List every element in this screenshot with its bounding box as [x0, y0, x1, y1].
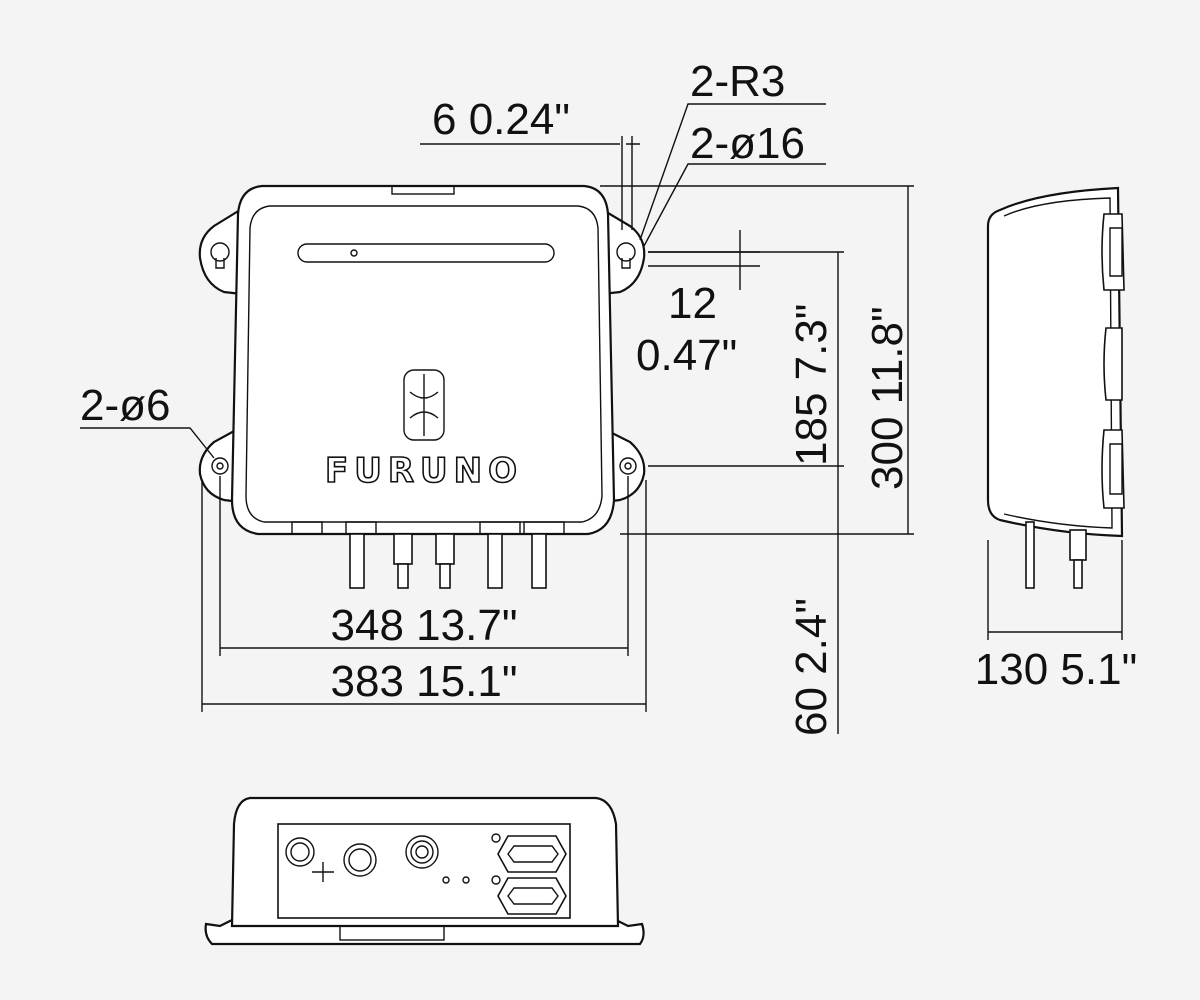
- width-lines: [201, 480, 647, 712]
- bottom-view: [204, 796, 645, 946]
- brand-logo: FURUNO: [325, 451, 523, 491]
- mount-hole-left: [211, 457, 229, 475]
- side-lug-bottom: [1101, 429, 1125, 509]
- housing-top-tab: [391, 185, 455, 195]
- hole-diameter-callout: 2-ø6: [80, 381, 170, 430]
- cable-3: [435, 533, 455, 589]
- height-dim: 300 11.8": [863, 306, 912, 490]
- multi-pin-connector-upper: [491, 833, 567, 873]
- side-cable-2-plug: [1069, 529, 1087, 561]
- lug-offset-dim: 6 0.24": [432, 95, 570, 144]
- connector-port-2: [343, 843, 377, 877]
- indicator-slot: [297, 243, 555, 263]
- width-dim: 383 15.1": [331, 657, 518, 706]
- front-view: FURUNO: [198, 184, 646, 589]
- side-lug-middle: [1103, 327, 1123, 401]
- cable-4: [487, 533, 503, 589]
- hole-pitch-h-dim: 348 13.7": [331, 601, 518, 650]
- housing-outline: [230, 184, 616, 536]
- furuno-emblem-icon: [403, 369, 445, 441]
- slot-diameter-callout: 2-ø16: [690, 119, 805, 168]
- indicator-dots: [442, 876, 470, 884]
- depth-dim: 130 5.1": [975, 645, 1137, 694]
- cable-clearance-dim: 60 2.4": [787, 598, 836, 736]
- cable-2: [393, 533, 413, 589]
- housing-inner-line: [245, 205, 603, 523]
- ground-symbol-icon: [312, 862, 334, 882]
- hole-pitch-v-lines: [648, 251, 844, 467]
- radius-leader: [639, 103, 826, 241]
- side-view: [986, 186, 1125, 589]
- cable-1: [349, 533, 365, 589]
- connector-port-3: [405, 835, 439, 869]
- radius-callout: 2-R3: [690, 57, 785, 106]
- hole-pitch-v-dim: 185 7.3": [787, 304, 836, 466]
- hole-leader: [80, 427, 215, 459]
- lug-drop-dim-in: 0.47": [636, 331, 737, 380]
- multi-pin-connector-lower: [491, 875, 567, 915]
- front-dimension-lines: [80, 103, 914, 734]
- hole-pitch-h-lines: [219, 476, 629, 656]
- side-lug-top: [1101, 213, 1125, 291]
- indicator-led: [350, 249, 358, 257]
- keyhole-slot-left: [210, 242, 230, 269]
- keyhole-slot-right: [616, 242, 636, 269]
- connector-port-1: [285, 837, 315, 867]
- slot-leader: [643, 163, 826, 247]
- mount-hole-right: [619, 457, 637, 475]
- lug-top-left: [198, 208, 244, 296]
- lug-top-right: [600, 208, 646, 296]
- bottom-tab: [339, 925, 445, 941]
- side-cable-2: [1073, 559, 1083, 589]
- cable-5: [531, 533, 547, 589]
- depth-lines: [987, 540, 1123, 640]
- lug-offset-extensions: [621, 136, 633, 230]
- lug-drop-dim-mm: 12: [668, 279, 717, 328]
- height-lines: [600, 185, 914, 535]
- side-cable-1: [1025, 521, 1035, 589]
